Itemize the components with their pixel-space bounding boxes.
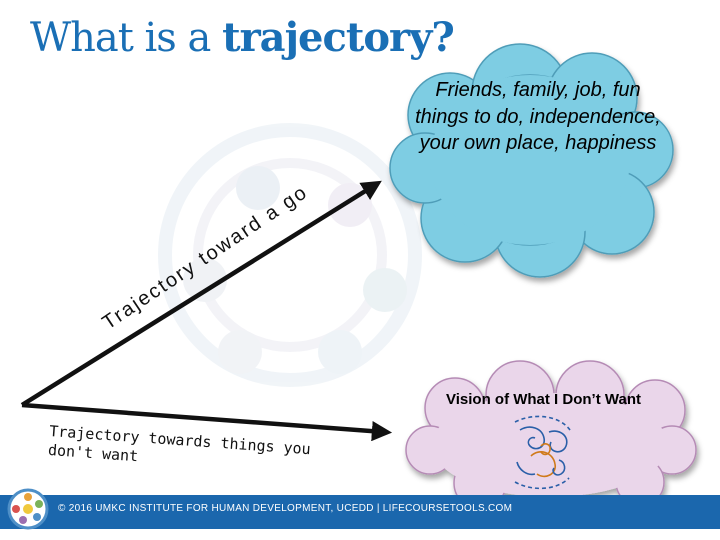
- footer-bar: [0, 495, 720, 529]
- lower-trajectory-arrow: [21, 402, 393, 442]
- title-plain: What is a: [30, 15, 223, 61]
- dont-want-cloud-label: Vision of What I Don’t Want: [446, 391, 641, 408]
- slide-title: What is a trajectory?: [30, 14, 455, 61]
- upper-trajectory-arrow: [20, 180, 382, 407]
- good-life-cloud-text: Friends, family, job, fun things to do, …: [415, 79, 661, 154]
- good-life-cloud: [389, 43, 674, 278]
- swirl-doodle-icon: [514, 415, 571, 490]
- footer-copyright: © 2016 UMKC INSTITUTE FOR HUMAN DEVELOPM…: [58, 503, 513, 514]
- lifecourse-logo-icon: [7, 488, 49, 530]
- title-bold: trajectory?: [222, 14, 455, 61]
- dont-want-cloud: [405, 360, 697, 515]
